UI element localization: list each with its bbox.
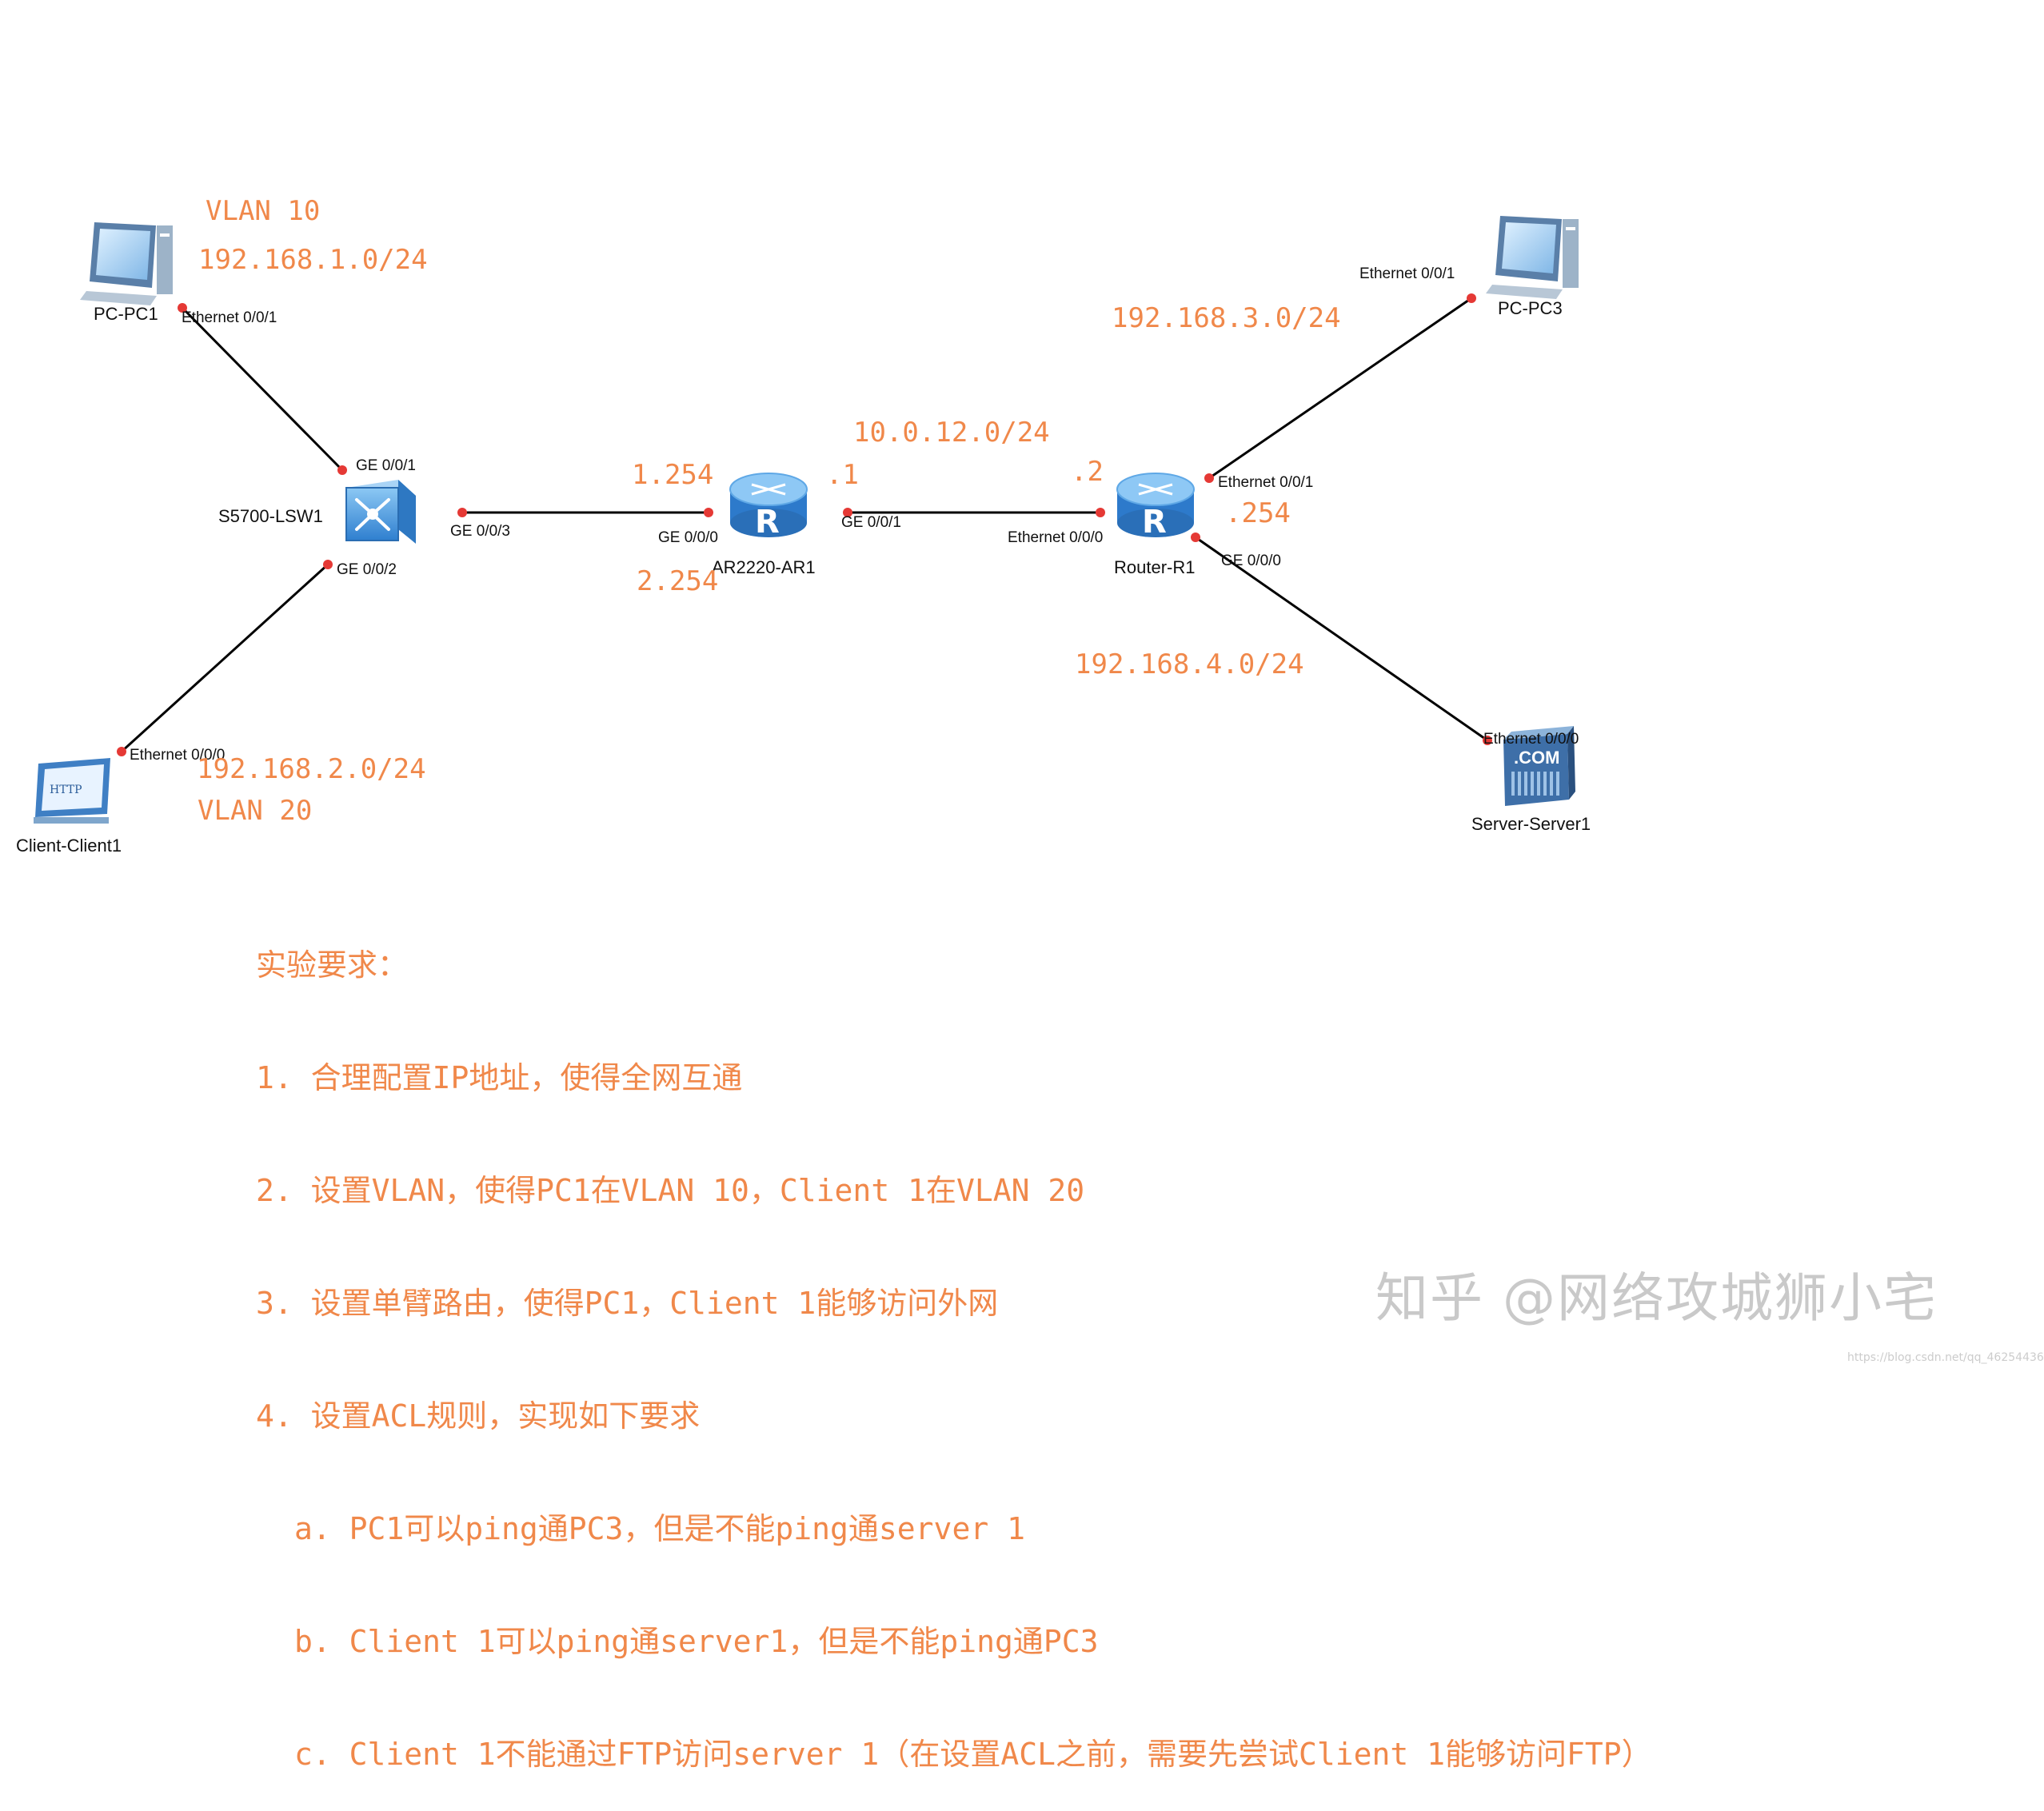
vlan20-annotation: VLAN 20 bbox=[198, 795, 312, 827]
ar1-gateway1-annotation: 1.254 bbox=[632, 459, 713, 491]
port-label-ar1-ge001: GE 0/0/1 bbox=[841, 514, 901, 531]
subnet3-annotation: 192.168.3.0/24 bbox=[1112, 302, 1341, 334]
network-topology-diagram: HTTP .COM R bbox=[16, 195, 1591, 856]
port-dot-lsw-ge002 bbox=[323, 560, 333, 569]
requirement-1: 1. 合理配置IP地址，使得全网互通 bbox=[256, 1060, 743, 1095]
requirement-4b: b. Client 1可以ping通server1，但是不能ping通PC3 bbox=[294, 1624, 1099, 1659]
port-label-client1: Ethernet 0/0/0 bbox=[130, 747, 225, 764]
port-label-r1-ge000: GE 0/0/0 bbox=[1221, 552, 1281, 569]
port-label-lsw-ge003: GE 0/0/3 bbox=[450, 523, 510, 540]
pc1-computer-icon[interactable] bbox=[80, 222, 173, 305]
port-dots bbox=[117, 293, 1492, 756]
port-dot-pc1 bbox=[178, 303, 187, 313]
port-dot-lsw-ge001 bbox=[337, 465, 347, 475]
ar1-gateway2-annotation: 2.254 bbox=[637, 565, 718, 597]
subnet2-annotation: 192.168.2.0/24 bbox=[197, 753, 426, 785]
port-dot-r1-ge000 bbox=[1191, 533, 1200, 542]
requirement-3: 3. 设置单臂路由，使得PC1，Client 1能够访问外网 bbox=[256, 1286, 999, 1321]
vlan10-annotation: VLAN 10 bbox=[206, 195, 320, 227]
port-dot-r1-eth000 bbox=[1096, 508, 1105, 517]
subnet4-annotation: 192.168.4.0/24 bbox=[1075, 648, 1304, 680]
requirement-4a: a. PC1可以ping通PC3，但是不能ping通server 1 bbox=[294, 1511, 1025, 1546]
svg-text:R: R bbox=[755, 504, 780, 541]
client1-http-icon[interactable]: HTTP bbox=[34, 758, 110, 824]
client1-label: Client-Client1 bbox=[16, 836, 122, 856]
port-label-r1-eth001: Ethernet 0/0/1 bbox=[1218, 474, 1313, 491]
port-dot-server1 bbox=[1483, 736, 1492, 745]
requirement-2: 2. 设置VLAN，使得PC1在VLAN 10，Client 1在VLAN 20 bbox=[256, 1173, 1085, 1208]
link-r1-server1 bbox=[1195, 536, 1488, 742]
port-dot-ar1-ge000 bbox=[704, 508, 713, 517]
requirements-title: 实验要求： bbox=[256, 947, 409, 983]
r1-dot2-annotation: .2 bbox=[1071, 456, 1104, 488]
port-label-pc1: Ethernet 0/0/1 bbox=[182, 309, 277, 326]
ar1-router-icon[interactable]: R bbox=[729, 473, 808, 541]
port-dot-lsw-ge003 bbox=[457, 508, 467, 517]
lsw1-label: S5700-LSW1 bbox=[218, 506, 323, 526]
svg-text:R: R bbox=[1142, 504, 1167, 541]
pc1-label: PC-PC1 bbox=[94, 304, 158, 324]
ar1-dot1-annotation: .1 bbox=[826, 459, 859, 491]
r1-router-icon[interactable]: R bbox=[1116, 473, 1195, 541]
link-r1-pc3 bbox=[1208, 297, 1472, 480]
lsw1-switch-icon[interactable] bbox=[345, 480, 416, 544]
port-dot-pc3 bbox=[1467, 293, 1476, 303]
port-label-pc3: Ethernet 0/0/1 bbox=[1359, 265, 1455, 282]
port-label-ar1-ge000: GE 0/0/0 bbox=[658, 529, 718, 546]
port-dot-ar1-ge001 bbox=[843, 508, 852, 517]
server1-label: Server-Server1 bbox=[1471, 814, 1591, 834]
lab-requirements: 实验要求： 1. 合理配置IP地址，使得全网互通 2. 设置VLAN，使得PC1… bbox=[256, 872, 1652, 1811]
port-label-lsw-ge001: GE 0/0/1 bbox=[356, 457, 416, 474]
server-icon-text: .COM bbox=[1514, 748, 1559, 768]
link-pc1-lsw1 bbox=[181, 306, 344, 472]
pc3-label: PC-PC3 bbox=[1498, 298, 1563, 318]
port-label-lsw-ge002: GE 0/0/2 bbox=[337, 561, 397, 578]
port-label-server1: Ethernet 0/0/0 bbox=[1483, 731, 1579, 748]
server1-com-icon[interactable]: .COM bbox=[1503, 726, 1575, 806]
subnet1-annotation: 192.168.1.0/24 bbox=[198, 244, 428, 276]
port-dot-client1 bbox=[117, 747, 126, 756]
source-url-watermark: https://blog.csdn.net/qq_46254436 bbox=[1847, 1351, 2044, 1364]
requirement-4c: c. Client 1不能通过FTP访问server 1（在设置ACL之前，需要… bbox=[294, 1737, 1652, 1772]
link-client1-lsw1 bbox=[120, 563, 329, 753]
ar1-label: AR2220-AR1 bbox=[712, 557, 816, 577]
zhihu-watermark: 知乎 @网络攻城狮小宅 bbox=[1375, 1267, 1938, 1329]
requirement-4: 4. 设置ACL规则，实现如下要求 bbox=[256, 1398, 701, 1434]
port-dot-r1-eth001 bbox=[1204, 473, 1214, 483]
r1-label: Router-R1 bbox=[1114, 557, 1195, 577]
r1-dot254-annotation: .254 bbox=[1225, 497, 1291, 529]
pc3-computer-icon[interactable] bbox=[1486, 216, 1579, 299]
port-label-r1-eth000: Ethernet 0/0/0 bbox=[1008, 529, 1103, 546]
subnet12-annotation: 10.0.12.0/24 bbox=[853, 417, 1050, 449]
client-icon-text: HTTP bbox=[50, 784, 82, 796]
